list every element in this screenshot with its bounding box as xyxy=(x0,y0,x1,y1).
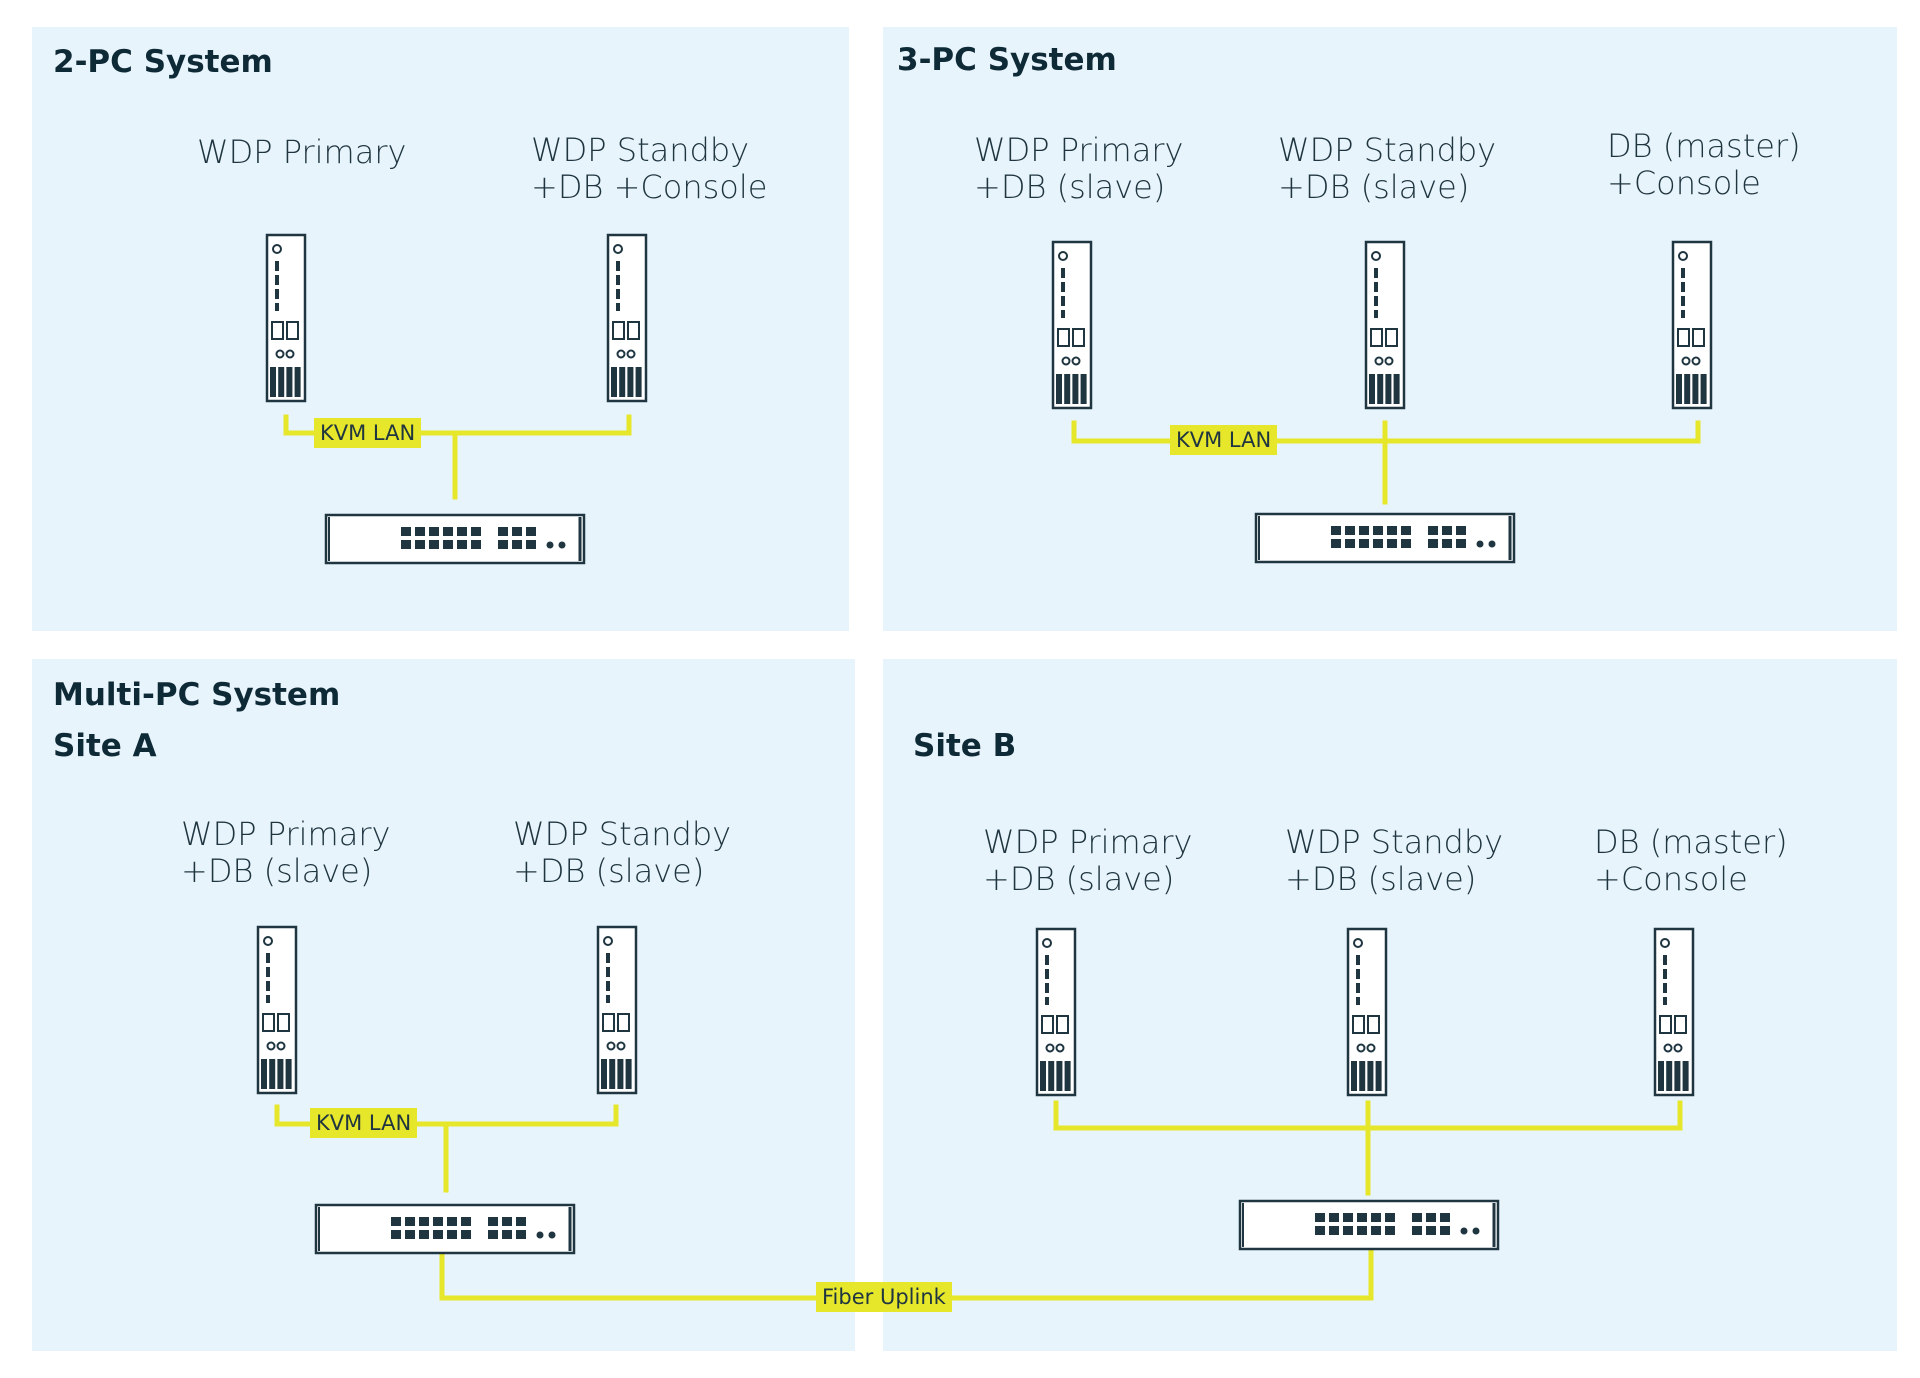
title-site-a: Site A xyxy=(53,728,157,764)
network-switch-icon xyxy=(324,513,586,565)
link-label-kvm-lan: KVM LAN xyxy=(310,1108,418,1138)
node-label: WDP Primary+DB (slave) xyxy=(181,815,391,890)
node-label: WDP Standby+DB (slave) xyxy=(513,815,732,890)
pc-tower-icon xyxy=(1653,927,1695,1097)
pc-tower-icon xyxy=(256,925,298,1095)
link-label-kvm-lan: KVM LAN xyxy=(1170,425,1278,455)
node-label: WDP Standby+DB (slave) xyxy=(1285,823,1504,898)
network-switch-icon xyxy=(1238,1199,1500,1251)
pc-tower-icon xyxy=(596,925,638,1095)
title-multi-pc: Multi-PC System xyxy=(53,677,341,713)
title-site-b: Site B xyxy=(913,728,1017,764)
node-label: WDP Primary+DB (slave) xyxy=(974,131,1184,206)
node-label: WDP Primary+DB (slave) xyxy=(983,823,1193,898)
node-label: WDP Standby+DB +Console xyxy=(531,131,768,206)
link-label-kvm-lan: KVM LAN xyxy=(314,418,422,448)
network-switch-icon xyxy=(314,1203,576,1255)
title-3pc: 3-PC System xyxy=(897,42,1117,78)
title-2pc: 2-PC System xyxy=(53,44,273,80)
network-switch-icon xyxy=(1254,512,1516,564)
node-label: WDP Primary xyxy=(197,133,407,171)
node-label: WDP Standby+DB (slave) xyxy=(1278,131,1497,206)
pc-tower-icon xyxy=(1346,927,1388,1097)
node-label: DB (master)+Console xyxy=(1594,823,1788,898)
link-label-fiber-uplink: Fiber Uplink xyxy=(816,1282,952,1312)
pc-tower-icon xyxy=(1035,927,1077,1097)
pc-tower-icon xyxy=(606,233,648,403)
pc-tower-icon xyxy=(1051,240,1093,410)
node-label: DB (master)+Console xyxy=(1607,127,1801,202)
pc-tower-icon xyxy=(1671,240,1713,410)
pc-tower-icon xyxy=(265,233,307,403)
pc-tower-icon xyxy=(1364,240,1406,410)
